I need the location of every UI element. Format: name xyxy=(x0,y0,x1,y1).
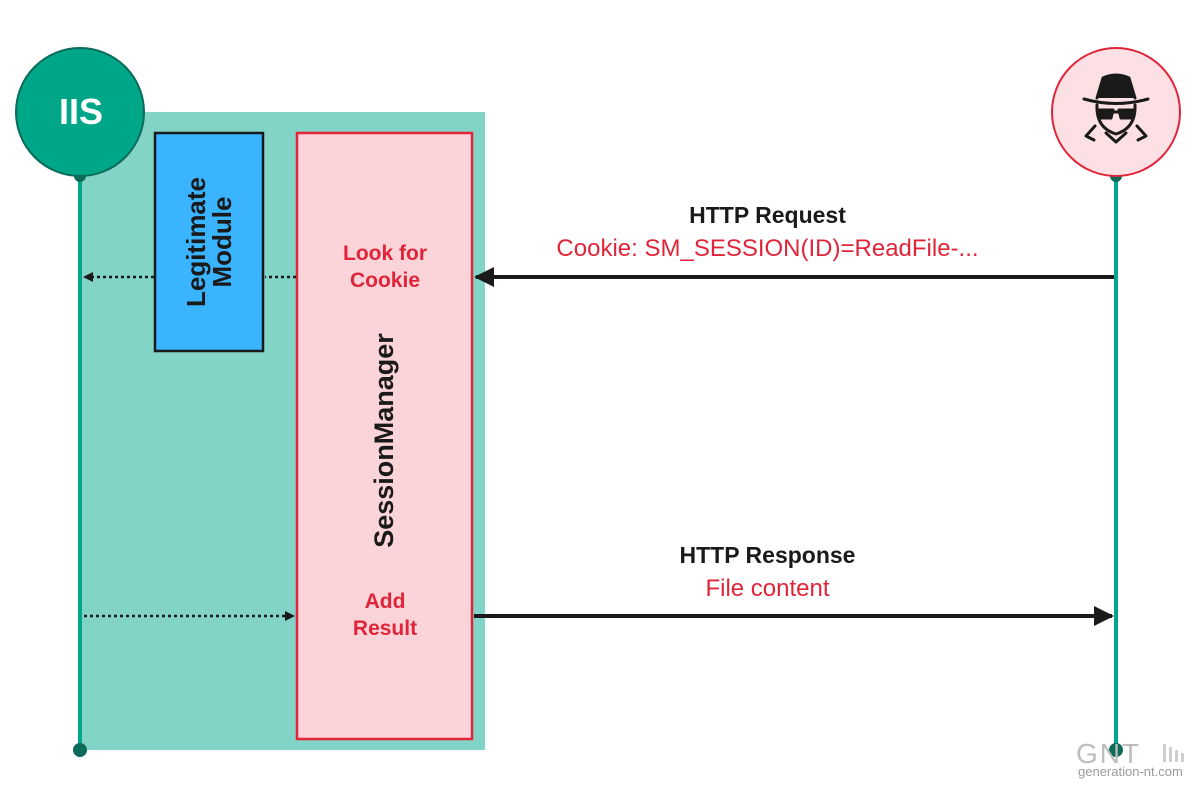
legitimate-module-label-wrap: Legitimate Module xyxy=(155,133,263,351)
step-look-for-cookie: Look for Cookie xyxy=(343,242,427,293)
session-manager-box xyxy=(295,131,474,741)
watermark-site: generation-nt.com xyxy=(1078,764,1183,779)
http-request-title: HTTP Request xyxy=(689,202,846,228)
iis-label: IIS xyxy=(58,91,103,132)
watermark-logo: GNT xyxy=(1076,738,1142,769)
watermark-bars-icon xyxy=(1163,744,1184,762)
session-manager-label-wrap: SessionManager xyxy=(297,300,472,580)
http-request-detail: Cookie: SM_SESSION(ID)=ReadFile-... xyxy=(556,235,979,262)
iis-lifeline-bottom-dot xyxy=(73,743,87,757)
step-add-result: Add Result xyxy=(352,590,418,641)
session-manager-label: SessionManager xyxy=(369,332,400,548)
hacker-spy-icon xyxy=(1082,73,1150,144)
iis-node xyxy=(15,47,145,177)
attacker-lifeline-bottom-dot xyxy=(1109,743,1123,757)
http-response-title: HTTP Response xyxy=(679,542,856,568)
legitimate-module-label: Legitimate Module xyxy=(181,176,237,308)
legitimate-module-box xyxy=(153,131,265,353)
http-response-detail: File content xyxy=(705,575,830,602)
